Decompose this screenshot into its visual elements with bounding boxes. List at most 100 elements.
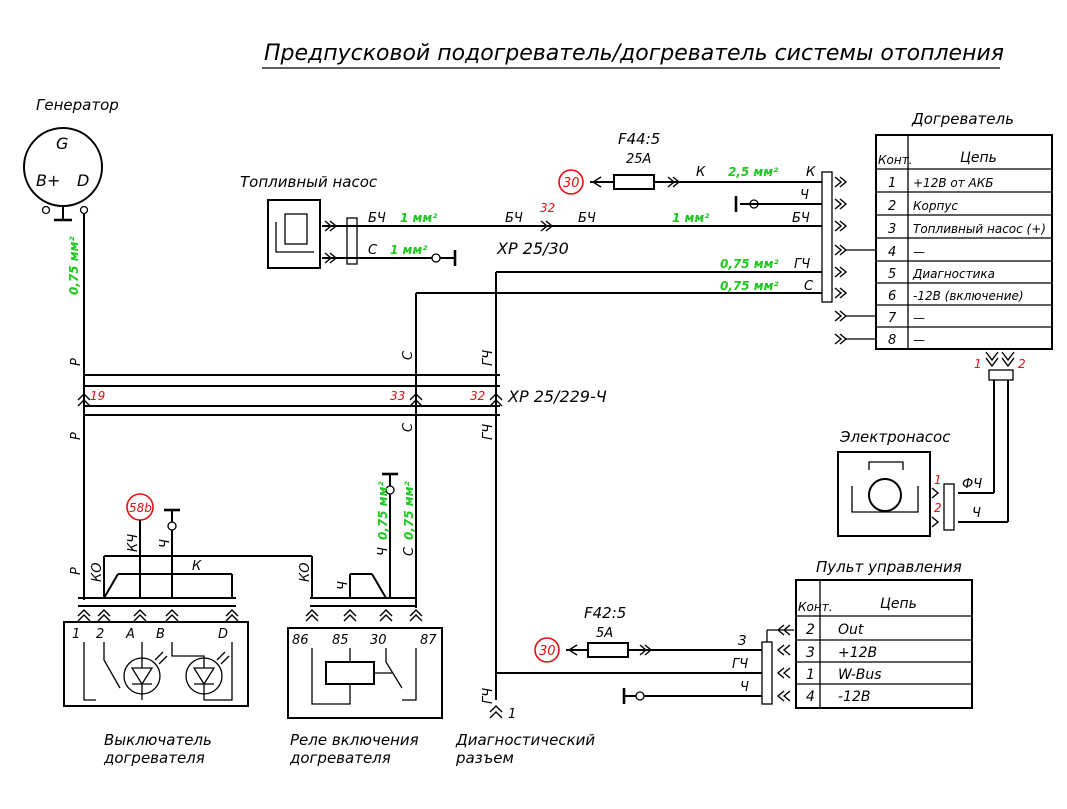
switch-wire-k: К (192, 559, 202, 574)
heater-connector (821, 171, 833, 303)
fuel-pump-motor-icon (284, 213, 308, 245)
heater-table-row: 6 -12В (включение) (888, 289, 1024, 304)
electropump-housing-icon (851, 461, 919, 513)
electropump-box (837, 451, 931, 537)
svg-text:Out: Out (838, 622, 864, 638)
f42-terminal: 30 (539, 644, 556, 659)
xp25229-pin-32: 32 (470, 389, 485, 403)
panel-col-pin: Конт. (798, 600, 833, 614)
relay-size-s: 0,75 мм² (402, 481, 416, 540)
f44-rating: 25A (626, 152, 651, 167)
switch-pin-a: A (125, 627, 135, 642)
heater-wire-ch: Ч (800, 188, 809, 203)
switch-wire-kch: КЧ (126, 534, 141, 552)
heater-switch: 1 2 A B D (63, 597, 249, 707)
fuel-pump-label: Топливный насос (240, 173, 378, 191)
f44-wire: К (696, 165, 706, 180)
xp25229-wire-s-bottom: С (401, 422, 416, 432)
panel-table-row: 3+12В (806, 645, 877, 661)
heater-size-gch: 0,75 мм² (720, 257, 779, 271)
fuel-pump-coil-icon (275, 222, 314, 253)
f42-terminal-icon (534, 637, 560, 663)
generator-terminal-bplus (41, 205, 51, 215)
relay-pin-87: 87 (420, 633, 437, 648)
f44-wire-right: К (806, 165, 816, 180)
generator-g-text: G (56, 134, 68, 153)
xp2530-wire-right: БЧ (578, 211, 596, 226)
generator-d-text: D (77, 171, 89, 190)
relay-size-ch: 0,75 мм² (376, 481, 390, 540)
svg-text:8: 8 (888, 333, 896, 348)
svg-text:7: 7 (888, 311, 897, 326)
diagnostic-label-1: Диагностический (455, 731, 595, 749)
switch-terminal-58b: 58b (129, 501, 152, 515)
electropump-pin-1: 1 (934, 473, 942, 487)
svg-text:Диагностика: Диагностика (912, 267, 995, 281)
xp25229-label: ХР 25/229-Ч (507, 387, 607, 406)
svg-text:-12В (включение): -12В (включение) (913, 289, 1024, 303)
switch-led-1-diode (130, 642, 154, 700)
heater-wire-bch: БЧ (792, 211, 810, 226)
svg-text:4: 4 (806, 689, 815, 705)
switch-pin-1: 1 (72, 627, 80, 642)
heater-table-row: 8— (888, 333, 925, 348)
switch-contact-icon (83, 642, 121, 701)
f42-fuse-icon (587, 642, 629, 658)
xp2530-pin: 32 (540, 201, 555, 215)
panel-label: Пульт управления (816, 558, 962, 576)
switch-pin-b: B (156, 627, 165, 642)
fuel-pump: Топливный насос (240, 173, 378, 269)
relay-contact-icon (385, 648, 417, 701)
panel-wire-gch: ГЧ (732, 657, 748, 672)
xp2530-wire-left: БЧ (505, 211, 523, 226)
relay-box (287, 627, 443, 719)
f44-fuse-icon (613, 174, 655, 190)
switch-label-1: Выключатель (104, 731, 212, 749)
switch-ground-terminal (167, 521, 177, 531)
svg-text:6: 6 (888, 289, 896, 304)
heater-col-circuit: Цепь (960, 150, 997, 166)
generator-terminal-d (79, 205, 89, 215)
xp25229-wire-gch-bottom: ГЧ (481, 424, 496, 440)
f44-name: F44:5 (618, 130, 660, 148)
heater-ground-terminal (749, 199, 759, 209)
relay-wire-ko: КО (298, 563, 313, 582)
wire-switch-k-left (103, 573, 119, 599)
fuel-pump-wire-s: С (368, 243, 378, 258)
svg-text:1: 1 (806, 667, 815, 683)
xp25229-pin-33: 33 (390, 389, 405, 403)
switch-pin-d: D (218, 627, 228, 642)
relay-wire-ch-30: Ч (376, 547, 391, 556)
diagnostic-label-2: разъем (455, 749, 514, 767)
f44-terminal: 30 (563, 176, 580, 191)
electropump-pin-2: 2 (934, 501, 942, 515)
fuel-pump-size-s: 1 мм² (390, 243, 428, 257)
f44-size: 2,5 мм² (728, 165, 779, 179)
relay-pin-86: 86 (292, 633, 309, 648)
panel-wire-ch: Ч (740, 680, 749, 695)
electropump-connector (943, 483, 955, 531)
svg-text:+12В: +12В (838, 645, 877, 661)
relay-wire-s: С (402, 546, 417, 556)
svg-text:4: 4 (888, 245, 896, 260)
electropump-wire-fch: ФЧ (962, 477, 982, 492)
fuel-pump-size-bch: 1 мм² (400, 211, 438, 225)
svg-text:Топливный насос (+): Топливный насос (+) (913, 222, 1046, 236)
relay-label-1: Реле включения (290, 731, 419, 749)
f42-rating: 5A (596, 626, 613, 641)
svg-text:Корпус: Корпус (913, 199, 958, 213)
xp2530-label: ХР 25/30 (496, 239, 569, 258)
heater-relay: 86 85 30 87 (287, 597, 443, 719)
xp25229-wire-s-top: С (401, 350, 416, 360)
electropump-label: Электронасос (839, 428, 951, 446)
f42-name: F42:5 (584, 604, 626, 622)
svg-text:2: 2 (888, 199, 896, 214)
heater-wire-s: С (804, 279, 814, 294)
wire-relay-ch-85-diag (371, 573, 387, 599)
heater-table-row: 4— (888, 245, 925, 260)
svg-text:—: — (913, 311, 925, 325)
heater-out-2: 2 (1018, 357, 1026, 371)
